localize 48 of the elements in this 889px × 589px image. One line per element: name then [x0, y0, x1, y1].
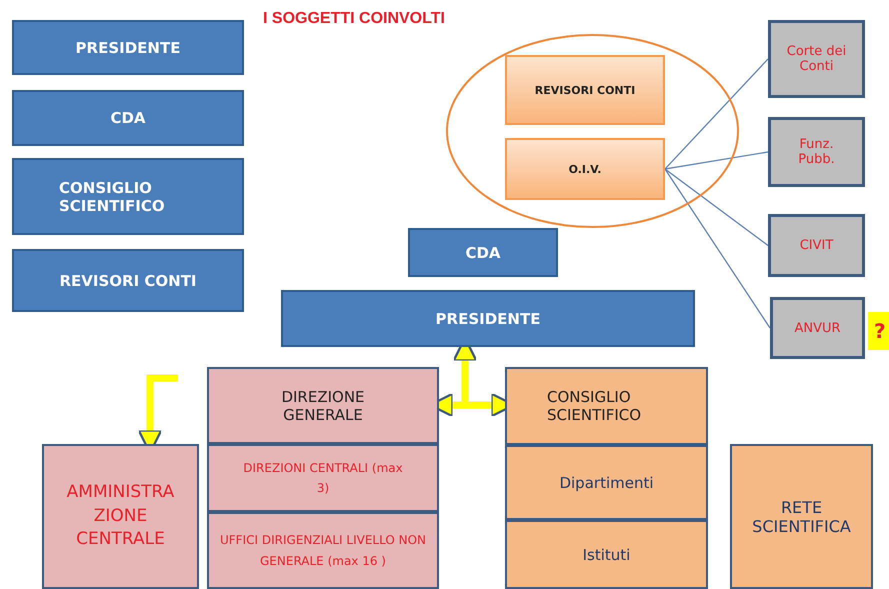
node-label: REVISORI CONTI: [534, 84, 636, 96]
node-label: CONSIGLIO SCIENTIFICO: [59, 178, 166, 214]
node-label: ?: [874, 319, 886, 343]
node-label: REVISORI CONTI: [59, 272, 197, 290]
org-box: [12, 90, 244, 146]
node-label: CDA: [110, 109, 146, 127]
org-box: [505, 520, 708, 589]
connector-line: [664, 168, 768, 246]
body-box: [768, 214, 865, 277]
body-box: [768, 117, 865, 187]
org-box: [281, 290, 695, 347]
org-box: [505, 445, 708, 520]
org-box: [207, 444, 439, 512]
org-box: [207, 367, 439, 444]
org-box: [730, 444, 873, 589]
connector-line: [664, 168, 770, 328]
node-label: AMMINISTRA ZIONE CENTRALE: [66, 480, 176, 552]
node-label: UFFICI DIRIGENZIALI LIVELLO NON GENERALE (max 16 ): [219, 532, 427, 570]
node-label: Istituti: [582, 546, 630, 564]
node-label: Dipartimenti: [559, 474, 654, 492]
body-box: [768, 20, 865, 98]
org-box: [42, 444, 199, 589]
node-label: ANVUR: [794, 320, 841, 336]
org-box: [12, 249, 244, 312]
note-box: [868, 312, 889, 350]
org-box: [505, 138, 665, 200]
node-label: PRESIDENTE: [76, 38, 180, 56]
node-label: CIVIT: [800, 238, 834, 253]
org-box: [408, 228, 558, 277]
org-box: [12, 158, 244, 235]
node-label: DIREZIONE GENERALE: [280, 388, 366, 424]
body-box: [770, 297, 865, 359]
org-box: [505, 55, 665, 125]
connector-line: [664, 58, 768, 170]
node-label: CDA: [465, 244, 501, 262]
org-box: [207, 512, 439, 589]
node-label: CONSIGLIO SCIENTIFICO: [547, 388, 642, 424]
node-label: PRESIDENTE: [436, 310, 540, 328]
connector-line: [664, 151, 768, 170]
node-label: DIREZIONI CENTRALI (max 3): [242, 460, 404, 497]
org-box: [12, 20, 244, 75]
diagram-title: I SOGGETTI COINVOLTI: [263, 10, 445, 28]
ellipse-shape: [445, 33, 740, 229]
node-label: O.I.V.: [568, 162, 602, 176]
org-box: [505, 367, 708, 445]
node-label: RETE SCIENTIFICA: [751, 498, 852, 536]
node-label: Funz. Pubb.: [797, 137, 836, 167]
node-label: Corte dei Conti: [786, 44, 848, 74]
